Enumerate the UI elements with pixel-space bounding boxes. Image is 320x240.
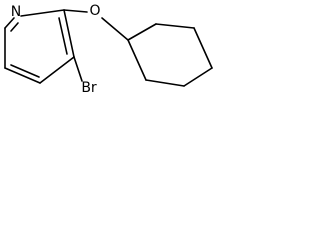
bond-o-cyclohexyl xyxy=(101,17,129,41)
bond-cy1-cy2 xyxy=(127,23,157,41)
bromine-atom-label: Br xyxy=(81,80,97,96)
bond-cy5-cy6 xyxy=(145,79,185,87)
structure-diagram: N O Br xyxy=(4,3,213,96)
bond-cy3-cy4 xyxy=(193,27,213,69)
double-bond-c6-n xyxy=(10,22,19,32)
pyridine-ring xyxy=(4,9,75,84)
oxygen-atom-label: O xyxy=(89,3,100,19)
bond-cy4-cy5 xyxy=(183,67,213,87)
double-bond-c2-c3 xyxy=(58,17,68,55)
double-bond-c4-c5 xyxy=(10,64,40,78)
nitrogen-atom-label: N xyxy=(11,4,21,20)
bond-c2-c3 xyxy=(63,9,75,58)
bond-cy6-cy1 xyxy=(127,39,147,81)
bond-c6-n xyxy=(4,17,15,29)
bond-c2-o xyxy=(63,9,88,13)
bond-c4-c5 xyxy=(4,67,41,84)
bond-cy2-cy3 xyxy=(155,23,195,29)
cyclohexane-ring xyxy=(127,23,213,87)
bond-c3-br xyxy=(73,56,83,82)
bond-n-c2 xyxy=(20,9,65,17)
bond-c3-c4 xyxy=(39,56,75,84)
